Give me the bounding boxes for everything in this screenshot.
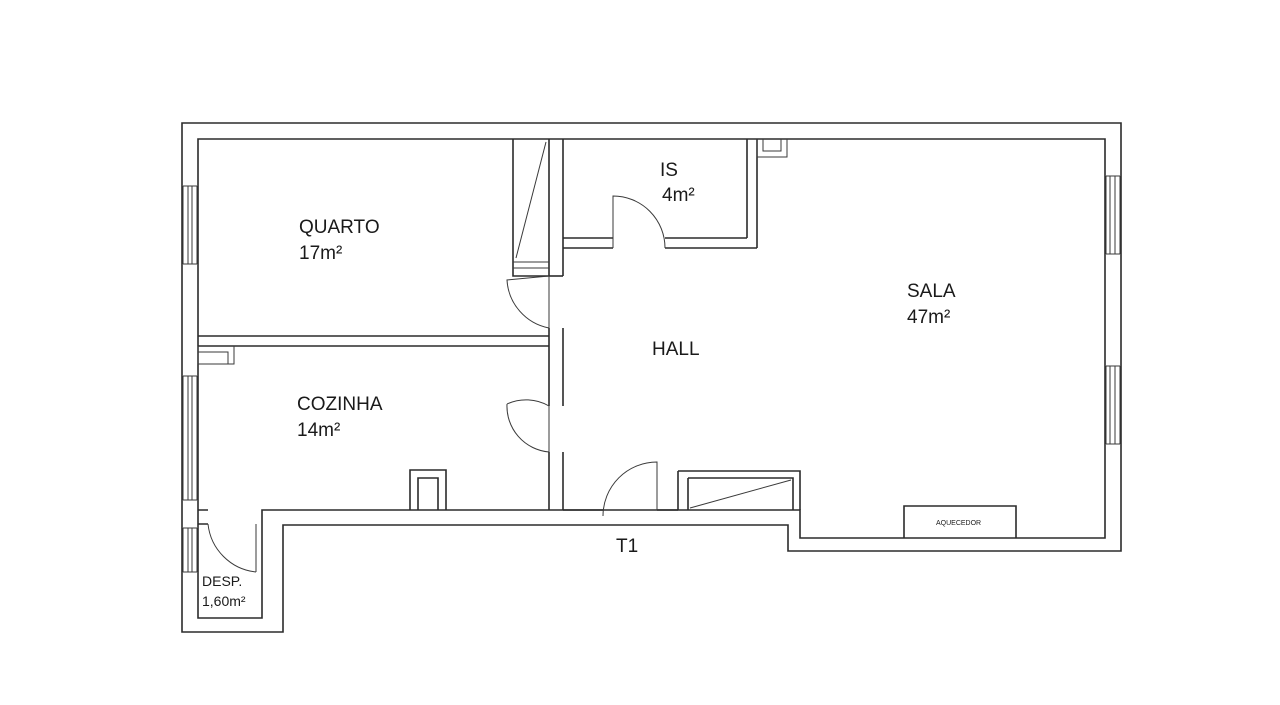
hall-label: HALL	[652, 339, 700, 360]
sala-area: 47m²	[907, 307, 950, 328]
outer-walls	[181, 122, 1122, 633]
heater-label: AQUECEDOR	[936, 520, 981, 527]
is-area: 4m²	[662, 185, 695, 206]
windows	[182, 175, 1121, 573]
doors	[207, 195, 666, 573]
sala-label: SALA	[907, 281, 956, 302]
interior-walls	[197, 139, 1017, 538]
desp-label: DESP.	[202, 573, 242, 589]
cozinha-area: 14m²	[297, 420, 340, 441]
room-labels: QUARTO 17m² IS 4m² SALA 47m² HALL COZINH…	[202, 160, 981, 609]
cozinha-label: COZINHA	[297, 394, 383, 415]
unit-type-label: T1	[616, 536, 638, 557]
desp-area: 1,60m²	[202, 593, 246, 609]
quarto-area: 17m²	[299, 243, 342, 264]
quarto-label: QUARTO	[299, 217, 380, 238]
is-label: IS	[660, 160, 678, 181]
